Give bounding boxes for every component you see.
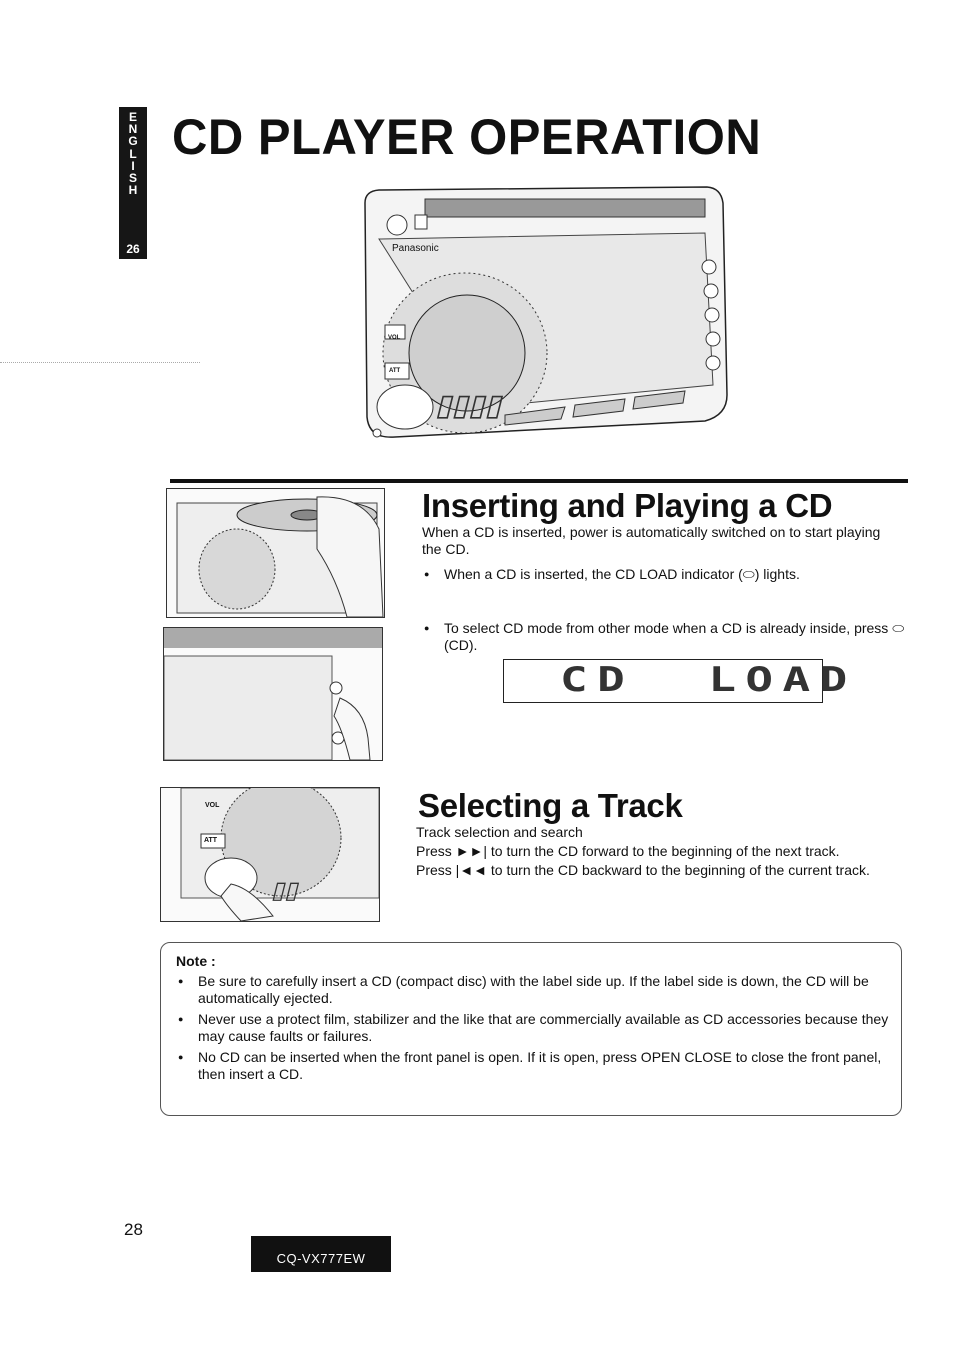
svg-text:▯▯▯▯: ▯▯▯▯ <box>435 389 504 422</box>
inserting-intro: When a CD is inserted, power is automati… <box>422 524 881 557</box>
selecting-line-1: Track selection and search <box>416 824 583 840</box>
model-badge: CQ-VX777EW <box>251 1236 391 1272</box>
cd-load-display-text: CD LOAD <box>560 660 857 700</box>
language-tab: E N G L I S H 26 <box>119 107 147 259</box>
lang-letter: S <box>128 171 137 186</box>
att-label: ATT <box>389 368 401 374</box>
vol-label: VOL <box>388 335 401 341</box>
dotted-divider <box>0 362 200 363</box>
page-number: 28 <box>124 1220 143 1239</box>
inserting-bullet-2: To select CD mode from other mode when a… <box>422 620 914 654</box>
press-cd-button-illustration <box>163 627 383 761</box>
lang-letter: E <box>128 110 137 124</box>
car-stereo-illustration: ▯▯▯▯ Panasonic VOL ATT <box>355 185 733 447</box>
insert-cd-illustration <box>166 488 385 618</box>
vol-label: VOL <box>205 802 220 809</box>
lang-letter: L <box>129 146 137 161</box>
att-label: ATT <box>204 837 218 844</box>
language-letters: E N G L I S H <box>119 107 147 198</box>
section-number: 26 <box>126 242 140 256</box>
selecting-heading: Selecting a Track <box>418 787 683 824</box>
note-content: Note : Be sure to carefully insert a CD … <box>176 953 892 1083</box>
note-box <box>160 942 902 1116</box>
svg-text:▯▯: ▯▯ <box>271 878 299 904</box>
press-cd-drawing <box>164 628 382 760</box>
section-rule <box>170 479 908 483</box>
cd-load-display <box>503 659 823 703</box>
lang-letter: H <box>128 183 138 198</box>
select-track-illustration: ▯▯ VOL ATT <box>160 787 380 922</box>
car-stereo-drawing: ▯▯▯▯ <box>364 186 728 438</box>
lang-letter: G <box>128 134 138 149</box>
inserting-heading: Inserting and Playing a CD <box>422 487 833 524</box>
page-title: CD PLAYER OPERATION <box>172 109 762 165</box>
lang-letter: N <box>128 122 138 137</box>
inserting-bullet-1: When a CD is inserted, the CD LOAD indic… <box>422 566 914 583</box>
insert-cd-drawing <box>176 496 384 617</box>
note-item: Be sure to carefully insert a CD (compac… <box>176 973 892 1007</box>
brand-label: Panasonic <box>392 243 439 254</box>
note-title: Note : <box>176 953 216 969</box>
note-item: Never use a protect film, stabilizer and… <box>176 1011 892 1045</box>
note-item: No CD can be inserted when the front pan… <box>176 1049 892 1083</box>
selecting-line-3: Press |◄◄ to turn the CD backward to the… <box>416 862 870 878</box>
lang-letter: I <box>131 158 135 173</box>
select-track-drawing: ▯▯ <box>180 788 379 921</box>
selecting-line-2: Press ►►| to turn the CD forward to the … <box>416 843 840 859</box>
